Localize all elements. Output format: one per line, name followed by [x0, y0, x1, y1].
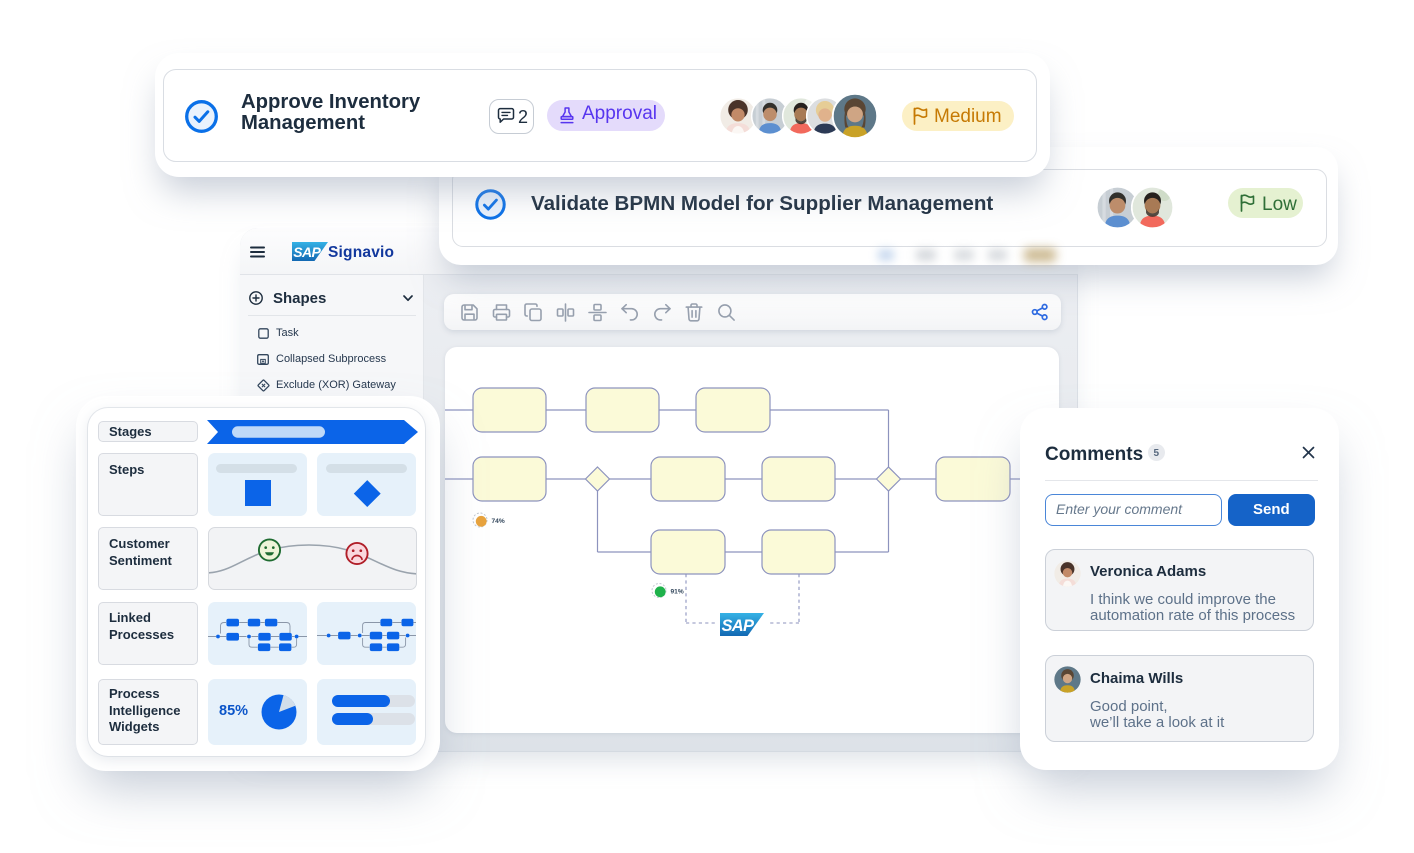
svg-text:91%: 91%	[671, 589, 684, 596]
svg-text:SAP: SAP	[722, 617, 756, 635]
svg-text:74%: 74%	[492, 518, 505, 525]
svg-text:SAP: SAP	[293, 244, 321, 260]
